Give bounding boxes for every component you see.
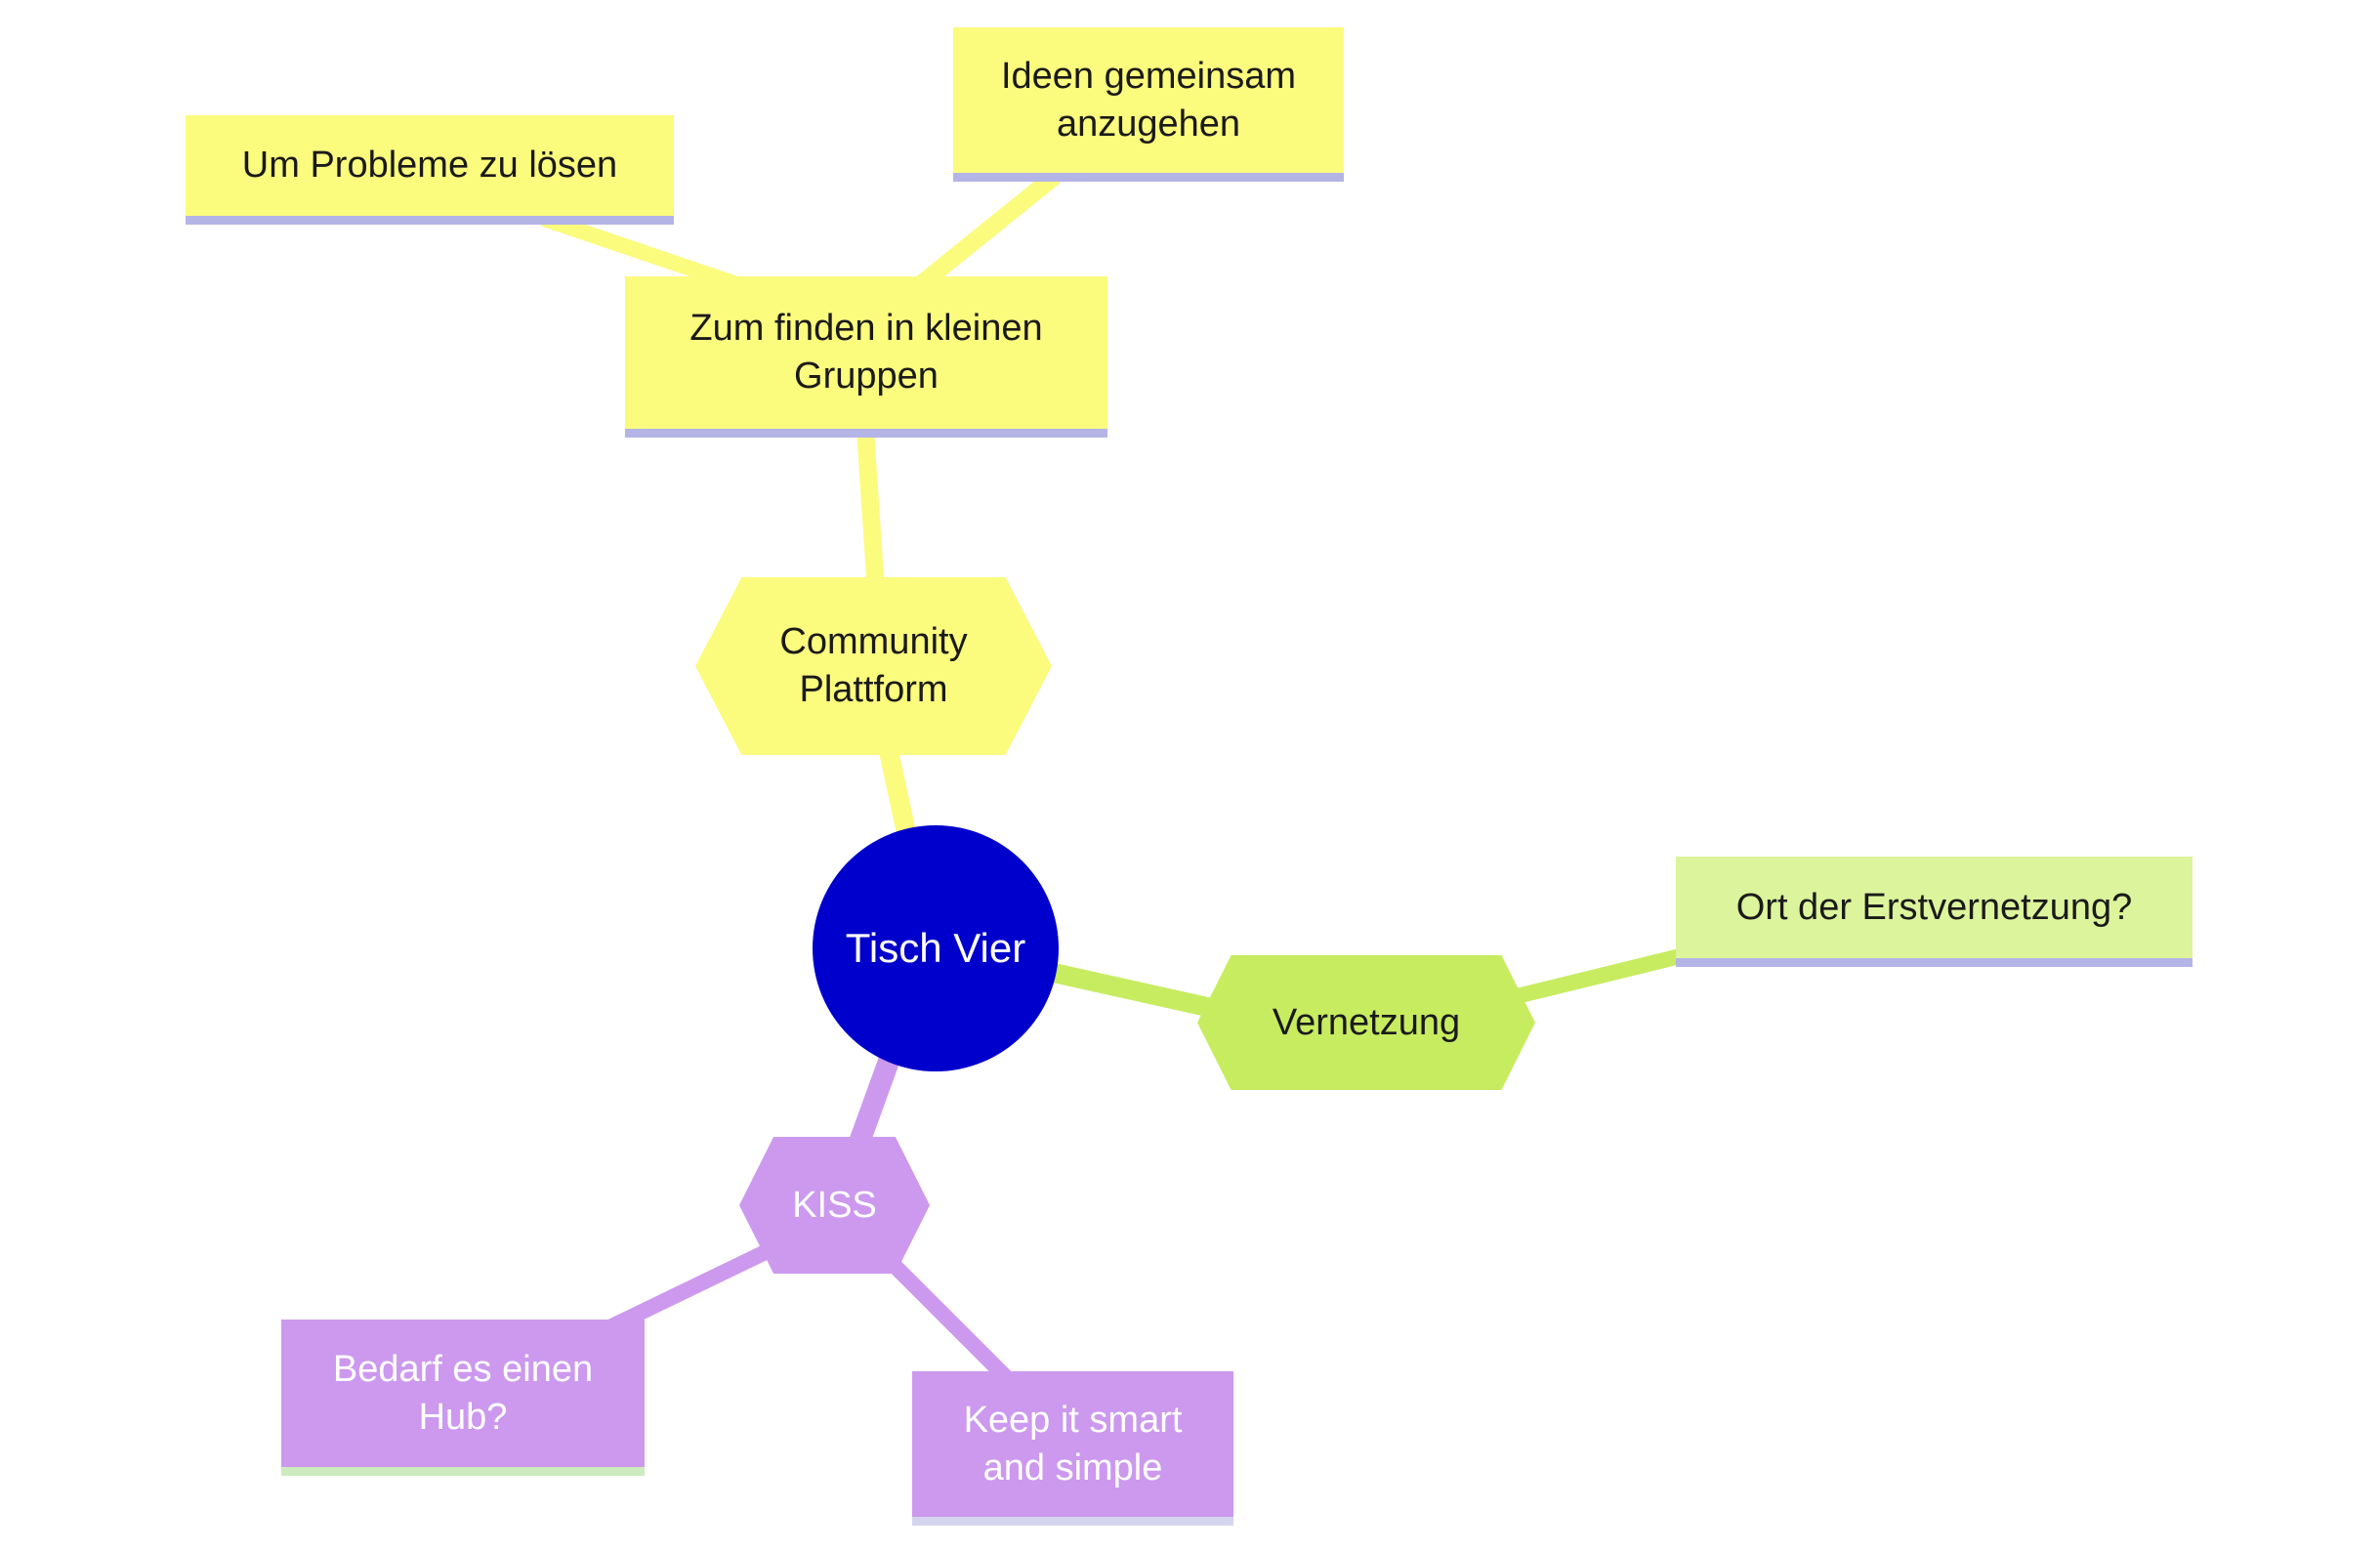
node-ideen-gemeinsam-anzugehen[interactable]: Ideen gemeinsam anzugehen: [953, 27, 1344, 182]
node-label: Ideen gemeinsam anzugehen: [1000, 55, 1297, 145]
node-keep-it-smart-and-simple[interactable]: Keep it smart and simple: [912, 1371, 1233, 1526]
node-zum-finden-in-kleinen-gruppen[interactable]: Zum finden in kleinen Gruppen: [625, 276, 1107, 438]
connector-ideen-zum-finden: [907, 169, 1062, 297]
node-label: Community Plattform: [779, 621, 968, 710]
node-um-probleme-zu-loesen[interactable]: Um Probleme zu lösen: [186, 115, 674, 225]
node-label: KISS: [792, 1184, 877, 1226]
node-label: Vernetzung: [1272, 1001, 1461, 1043]
node-label: Tisch Vier: [845, 925, 1026, 972]
node-vernetzung[interactable]: Vernetzung: [1197, 955, 1535, 1090]
connector-zum-finden-community: [856, 421, 885, 600]
node-label: Ort der Erstvernetzung?: [1735, 886, 2133, 928]
node-kiss[interactable]: KISS: [739, 1137, 930, 1274]
node-community-plattform[interactable]: Community Plattform: [695, 577, 1052, 755]
node-label: Keep it smart and simple: [963, 1399, 1183, 1488]
node-ort-der-erstvernetzung[interactable]: Ort der Erstvernetzung?: [1676, 857, 2192, 967]
node-label: Zum finden in kleinen Gruppen: [689, 308, 1043, 397]
node-label: Um Probleme zu lösen: [241, 145, 618, 187]
node-bedarf-es-einen-hub[interactable]: Bedarf es einen Hub?: [281, 1320, 645, 1476]
node-label: Bedarf es einen Hub?: [332, 1348, 594, 1438]
node-root-tisch-vier[interactable]: Tisch Vier: [813, 825, 1059, 1071]
connector-kiss-keep: [883, 1254, 1016, 1387]
